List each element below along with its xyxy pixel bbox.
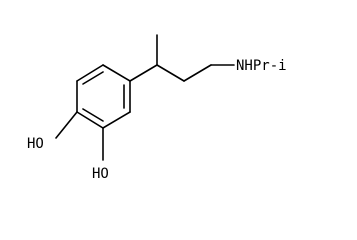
ring-bond-bottom-right [102, 111, 131, 129]
structure-diagram: NHPr-i HO HO [27, 34, 287, 182]
bond-ch2-to-ch2b [183, 64, 212, 82]
amine-label: NHPr-i [236, 58, 287, 74]
ring-bond-bottom-left [76, 111, 104, 129]
hydroxyl-label-lower: HO [92, 166, 109, 182]
bond-ring-to-ch [129, 64, 158, 82]
ring-bond-top-left [76, 64, 104, 82]
hydroxyl-bonds [55, 111, 104, 161]
ring-bond-top-right [102, 64, 131, 82]
side-chain [129, 34, 235, 82]
benzene-ring [76, 64, 131, 129]
bond-ch-to-ch2 [156, 64, 185, 82]
ring-double-bond-bottom [82, 108, 104, 122]
bond-ring-to-oh-upper [55, 111, 78, 139]
ring-double-bond-top [82, 71, 104, 85]
hydroxyl-label-upper: HO [27, 136, 44, 152]
